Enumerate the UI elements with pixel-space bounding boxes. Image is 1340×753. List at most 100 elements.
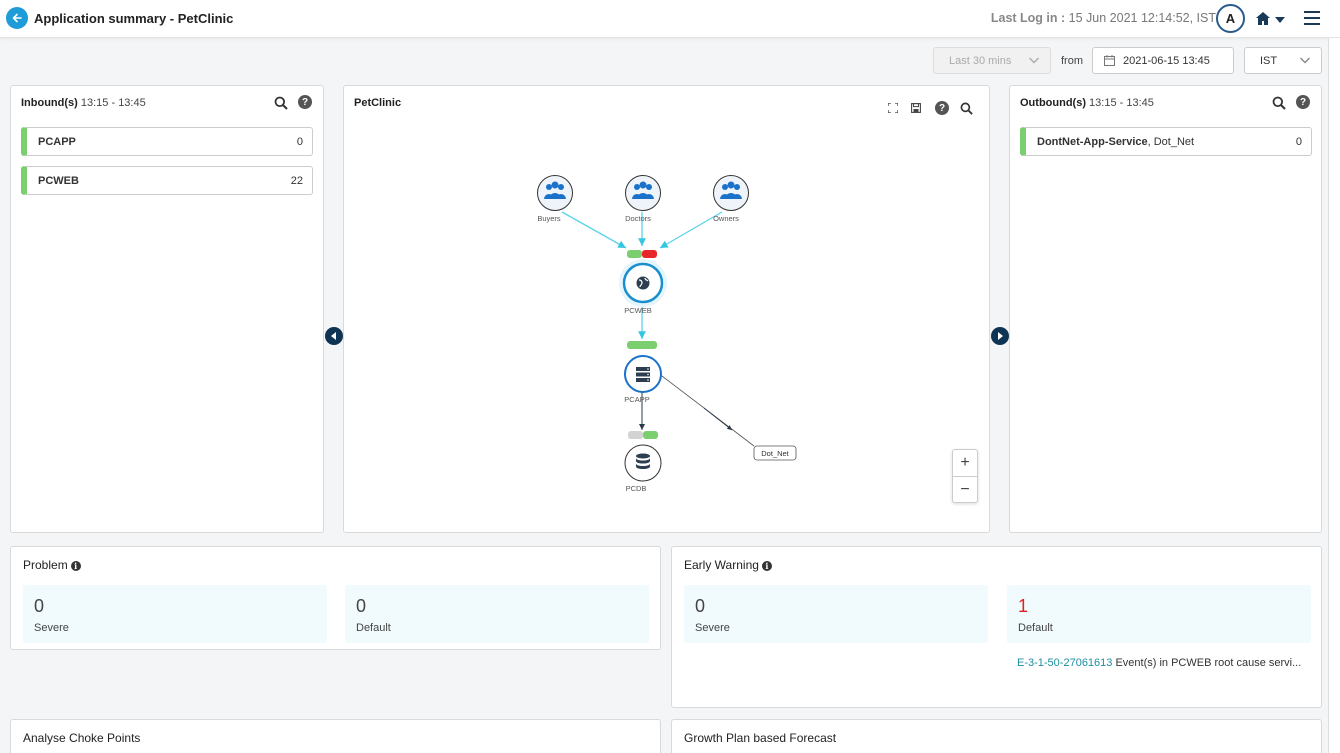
last-login: Last Log in : 15 Jun 2021 12:14:52, IST (991, 11, 1216, 25)
node-label: Owners (713, 214, 739, 223)
arrow-left-icon (12, 13, 22, 23)
inbound-time-range: 13:15 - 13:45 (80, 97, 146, 109)
node-label: PCWEB (624, 306, 652, 315)
metric-label: Default (1018, 622, 1053, 634)
node-pcweb[interactable]: PCWEB (619, 259, 667, 315)
health-bar-ok (643, 431, 658, 439)
last-login-value: 15 Jun 2021 12:14:52, IST (1068, 11, 1216, 25)
node-owners[interactable]: Owners (713, 175, 749, 224)
edge-owners-pcweb (659, 211, 723, 249)
server-icon (636, 367, 650, 382)
help-icon[interactable]: ? (1296, 95, 1310, 109)
search-icon[interactable] (960, 102, 973, 115)
event-link[interactable]: E-3-1-50-27061613 (1017, 657, 1113, 669)
outbound-item[interactable]: DontNet-App-Service, Dot_Net 0 (1020, 127, 1312, 156)
database-icon (636, 453, 650, 469)
node-pcapp[interactable]: PCAPP (624, 355, 662, 404)
chevron-down-icon[interactable] (1275, 17, 1285, 23)
node-label: Buyers (537, 214, 561, 223)
forecast-panel: Growth Plan based Forecast (671, 719, 1322, 753)
inbound-item[interactable]: PCWEB 22 (21, 166, 313, 195)
metric-value: 0 (695, 596, 706, 616)
inbound-item-count: 0 (296, 136, 303, 148)
page-title: Application summary - PetClinic (34, 11, 234, 26)
inbound-title: Inbound(s) 13:15 - 13:45 (21, 97, 146, 109)
topology-title: PetClinic (354, 97, 402, 109)
event-summary: E-3-1-50-27061613 Event(s) in PCWEB root… (1017, 657, 1301, 669)
health-bar-critical (642, 250, 657, 258)
early-warning-severe-card[interactable]: 0 Severe (684, 585, 988, 643)
date-value: 2021-06-15 13:45 (1123, 55, 1210, 67)
collapse-left-button[interactable] (325, 327, 343, 345)
search-icon[interactable] (274, 96, 288, 110)
inbound-item-name: PCWEB (38, 175, 79, 187)
outbound-panel: Outbound(s) 13:15 - 13:45 ? DontNet-App-… (1009, 85, 1322, 533)
health-bar-unknown (628, 431, 643, 439)
users-icon (720, 181, 742, 199)
zoom-controls: + − (952, 449, 978, 503)
outbound-title: Outbound(s) 13:15 - 13:45 (1020, 97, 1154, 109)
edge-buyers-pcweb (561, 211, 627, 249)
info-icon[interactable]: i (761, 561, 772, 571)
early-warning-default-card[interactable]: 1 Default (1007, 585, 1311, 643)
edge-pcapp-dotnet-arrow (703, 407, 733, 431)
node-doctors[interactable]: Doctors (625, 175, 661, 224)
metric-label: Severe (34, 622, 69, 634)
timezone-select[interactable]: IST (1244, 47, 1322, 74)
zoom-in-button[interactable]: + (960, 454, 970, 471)
caret-right-icon (998, 332, 1003, 340)
node-dotnet[interactable]: Dot_Net (753, 445, 797, 461)
metric-value: 0 (34, 596, 45, 616)
node-pcdb[interactable]: PCDB (624, 444, 662, 493)
avatar[interactable]: A (1216, 4, 1245, 33)
inbound-item-count: 22 (290, 175, 303, 187)
forecast-title: Growth Plan based Forecast (684, 731, 837, 745)
outbound-item-count: 0 (1295, 136, 1302, 148)
info-icon[interactable]: i (70, 561, 81, 571)
home-icon[interactable] (1255, 11, 1271, 26)
outbound-time-range: 13:15 - 13:45 (1089, 97, 1154, 109)
from-label: from (1061, 55, 1083, 67)
help-icon[interactable]: ? (935, 101, 949, 115)
page-scrollbar[interactable] (1328, 38, 1340, 753)
chevron-down-icon (1300, 57, 1310, 64)
date-input[interactable]: 2021-06-15 13:45 (1092, 47, 1234, 74)
event-text: Event(s) in PCWEB root cause servi... (1112, 657, 1302, 669)
choke-points-panel: Analyse Choke Points (10, 719, 661, 753)
search-icon[interactable] (1272, 96, 1286, 110)
users-icon (544, 181, 566, 199)
health-bar-ok (627, 341, 657, 349)
node-label: PCAPP (624, 395, 649, 404)
hamburger-menu-icon[interactable] (1304, 11, 1320, 25)
inbound-item[interactable]: PCAPP 0 (21, 127, 313, 156)
time-range-value: Last 30 mins (949, 55, 1012, 67)
help-icon[interactable]: ? (298, 95, 312, 109)
collapse-right-button[interactable] (991, 327, 1009, 345)
save-icon[interactable] (911, 103, 921, 113)
back-button[interactable] (6, 7, 28, 29)
app-header: Application summary - PetClinic Last Log… (0, 0, 1340, 38)
caret-left-icon (331, 332, 336, 340)
problem-default-card[interactable]: 0 Default (345, 585, 649, 643)
time-range-select[interactable]: Last 30 mins (933, 47, 1051, 74)
node-label: PCDB (626, 484, 647, 493)
choke-points-title: Analyse Choke Points (23, 731, 141, 745)
timezone-value: IST (1260, 55, 1278, 67)
globe-icon (636, 276, 650, 290)
outbound-item-name: DontNet-App-Service, Dot_Net (1037, 136, 1195, 148)
problem-severe-card[interactable]: 0 Severe (23, 585, 327, 643)
inbound-item-name: PCAPP (38, 136, 76, 148)
zoom-out-button[interactable]: − (953, 476, 977, 502)
inbound-panel: Inbound(s) 13:15 - 13:45 ? PCAPP 0 PCWEB… (10, 85, 324, 533)
node-label: Dot_Net (761, 449, 789, 458)
health-bar-ok (627, 250, 642, 258)
node-buyers[interactable]: Buyers (537, 175, 573, 224)
metric-value: 1 (1018, 596, 1029, 616)
topology-panel: PetClinic ? Buyers (343, 85, 990, 533)
calendar-icon (1104, 55, 1115, 66)
metric-label: Default (356, 622, 391, 634)
